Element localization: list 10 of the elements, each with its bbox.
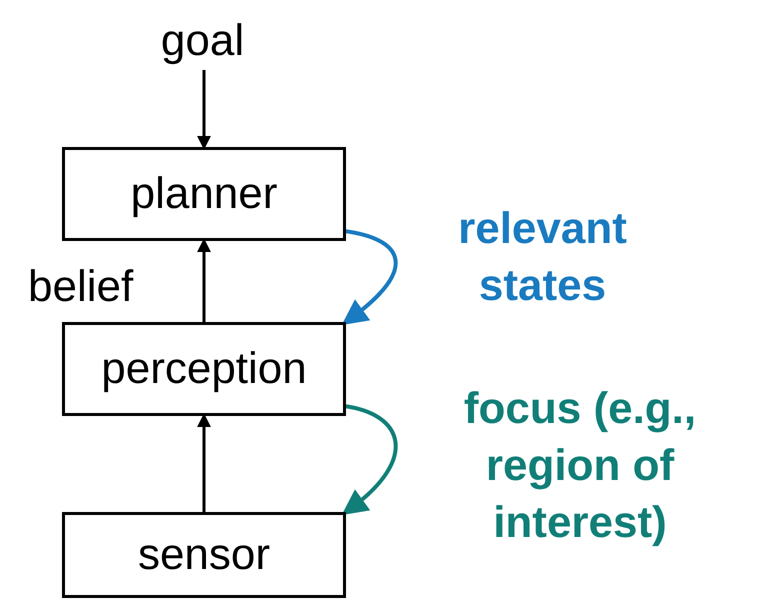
curved-arrow — [342, 229, 398, 326]
curved-arrow — [342, 404, 398, 516]
box-label: planner — [130, 169, 278, 219]
process-box — [62, 322, 346, 416]
arrow — [197, 70, 211, 150]
box-label: perception — [101, 344, 307, 394]
input-label: goal — [160, 16, 244, 66]
box-label: sensor — [138, 530, 270, 580]
process-box — [62, 512, 346, 598]
process-box — [62, 147, 346, 241]
